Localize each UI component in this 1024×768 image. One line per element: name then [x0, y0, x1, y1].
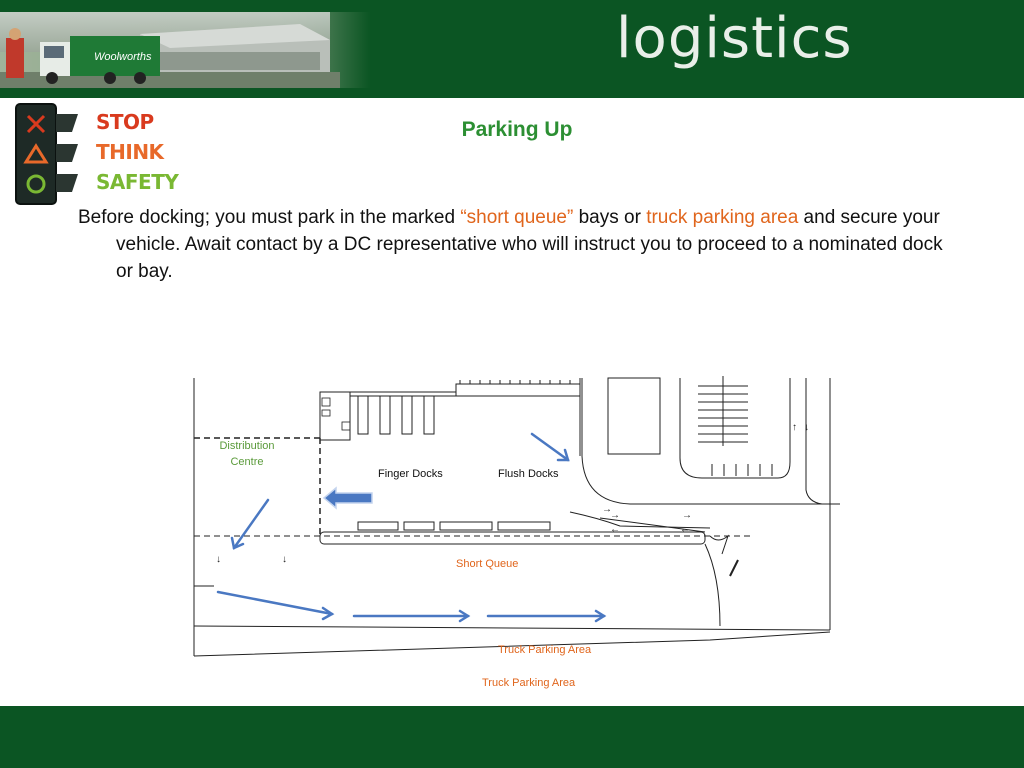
stop-think-safety-badge: STOP THINK SAFETY	[14, 102, 194, 206]
svg-text:←: ←	[610, 524, 620, 535]
svg-text:↓: ↓	[282, 554, 287, 565]
svg-text:→: →	[682, 510, 692, 521]
body-text-part3: and secure your vehicle. Await contact b…	[116, 207, 943, 282]
svg-text:←: ←	[680, 524, 690, 535]
svg-text:→: →	[602, 504, 612, 515]
svg-text:→: →	[610, 510, 620, 521]
footer-bar	[0, 706, 1024, 768]
brand-logo-text: logistics	[616, 6, 853, 71]
truck-parking-highlight: truck parking area	[646, 207, 799, 228]
site-map-drawing: → ← → ← → ↑ ↓ ↓ ↓	[193, 376, 840, 657]
instruction-paragraph: Before docking; you must park in the mar…	[78, 204, 958, 285]
traffic-light-icon	[15, 103, 78, 205]
body-text-part2: bays or	[573, 207, 647, 228]
svg-text:↑: ↑	[792, 422, 797, 433]
think-label: THINK	[96, 140, 164, 164]
distribution-centre-label: Distribution Centre	[219, 440, 275, 468]
truck-parking-area-label-2: Truck Parking Area	[482, 677, 576, 689]
finger-docks-label: Finger Docks	[378, 468, 443, 480]
truck-parking-area-label-1: Truck Parking Area	[498, 644, 592, 656]
safety-label: SAFETY	[96, 170, 179, 194]
stop-label: STOP	[96, 110, 154, 134]
svg-text:↓: ↓	[216, 554, 221, 565]
svg-text:Woolworths: Woolworths	[94, 51, 152, 63]
short-queue-label: Short Queue	[456, 558, 519, 570]
svg-text:↓: ↓	[804, 422, 809, 433]
header-banner: Woolworths logistics	[0, 0, 1024, 98]
flush-docks-label: Flush Docks	[498, 468, 559, 480]
body-text-part1: Before docking; you must park in the mar…	[78, 207, 461, 228]
warehouse-truck-photo-icon: Woolworths	[0, 12, 370, 88]
site-map: → ← → ← → ↑ ↓ ↓ ↓	[190, 376, 840, 706]
short-queue-highlight: “short queue”	[460, 207, 574, 228]
slide-title: Parking Up	[461, 118, 573, 141]
